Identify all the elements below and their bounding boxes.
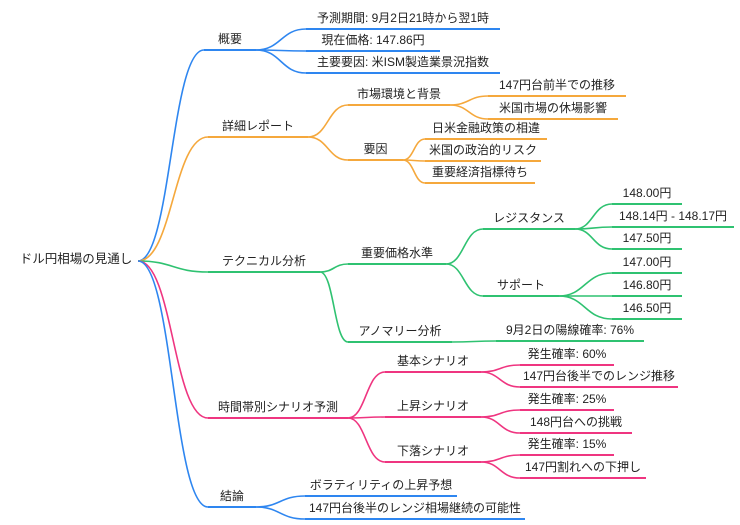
link-technical-analysis xyxy=(137,260,209,273)
node-factors[interactable]: 要因 xyxy=(348,141,403,161)
link-support xyxy=(445,263,484,297)
node-awaiting-indicators[interactable]: 重要経済指標待ち xyxy=(425,164,535,184)
link-base-range xyxy=(480,371,521,388)
node-base-scenario[interactable]: 基本シナリオ xyxy=(385,353,481,373)
link-range-continuation xyxy=(255,506,306,520)
node-resistance-148-14[interactable]: 148.14円 - 148.17円 xyxy=(612,208,734,228)
link-resistance xyxy=(445,228,484,265)
link-policy-divergence xyxy=(402,138,426,161)
link-anomaly-analysis xyxy=(319,271,349,343)
link-resistance-148-00 xyxy=(574,203,613,230)
link-detailed-report xyxy=(137,136,209,262)
link-fall-target xyxy=(480,461,521,479)
node-fall-scenario[interactable]: 下落シナリオ xyxy=(385,443,481,463)
link-base-scenario xyxy=(347,371,386,419)
node-range-movement[interactable]: 147円台前半での推移 xyxy=(488,77,626,97)
link-support-147-00 xyxy=(558,272,613,297)
node-forecast-period[interactable]: 予測期間: 9月2日21時から翌1時 xyxy=(306,10,500,30)
node-us-political-risk[interactable]: 米国の政治的リスク xyxy=(425,142,541,162)
node-support-147-00[interactable]: 147.00円 xyxy=(612,254,682,274)
link-key-price-levels xyxy=(319,263,349,273)
node-resistance-147-50[interactable]: 147.50円 xyxy=(612,230,682,250)
node-resistance-148-00[interactable]: 148.00円 xyxy=(612,185,682,205)
node-resistance[interactable]: レジスタンス xyxy=(483,210,575,230)
link-key-factor xyxy=(255,49,307,74)
node-key-factor[interactable]: 主要要因: 米ISM製造業景況指数 xyxy=(306,54,500,74)
node-bullish-probability[interactable]: 9月2日の陽線確率: 76% xyxy=(496,322,644,342)
link-forecast-period xyxy=(255,28,307,51)
link-range-movement xyxy=(449,95,489,106)
node-base-probability[interactable]: 発生確率: 60% xyxy=(520,346,614,366)
node-base-range[interactable]: 147円台後半でのレンジ推移 xyxy=(520,368,678,388)
node-root[interactable]: ドル円相場の見通し xyxy=(19,252,133,266)
link-resistance-147-50 xyxy=(574,228,613,250)
node-key-price-levels[interactable]: 重要価格水準 xyxy=(348,245,446,265)
node-rise-scenario[interactable]: 上昇シナリオ xyxy=(385,398,481,418)
link-rise-probability xyxy=(480,409,521,418)
node-fall-target[interactable]: 147円割れへの下押し xyxy=(520,459,646,479)
node-policy-divergence[interactable]: 日米金融政策の相違 xyxy=(425,120,547,140)
link-volatility-rise xyxy=(255,495,306,508)
node-technical-analysis[interactable]: テクニカル分析 xyxy=(208,253,320,273)
node-us-holiday-impact[interactable]: 米国市場の休場影響 xyxy=(488,100,618,120)
link-fall-probability xyxy=(480,454,521,463)
node-current-price[interactable]: 現在価格: 147.86円 xyxy=(306,32,440,52)
link-rise-target xyxy=(480,416,521,434)
node-rise-probability[interactable]: 発生確率: 25% xyxy=(520,391,614,411)
node-market-environment[interactable]: 市場環境と背景 xyxy=(348,86,450,106)
node-conclusion[interactable]: 結論 xyxy=(208,488,256,508)
node-support-146-80[interactable]: 146.80円 xyxy=(612,277,682,297)
link-bullish-probability xyxy=(451,340,497,343)
node-support[interactable]: サポート xyxy=(483,277,559,297)
node-rise-target[interactable]: 148円台への挑戦 xyxy=(520,414,632,434)
node-volatility-rise[interactable]: ボラティリティの上昇予想 xyxy=(305,477,457,497)
link-factors xyxy=(307,136,349,161)
node-range-continuation[interactable]: 147円台後半のレンジ相場継続の可能性 xyxy=(305,500,525,520)
node-anomaly-analysis[interactable]: アノマリー分析 xyxy=(348,323,452,343)
node-fall-probability[interactable]: 発生確率: 15% xyxy=(520,436,614,456)
link-fall-scenario xyxy=(347,417,386,463)
link-market-environment xyxy=(307,104,349,138)
link-scenario-forecast xyxy=(137,260,209,419)
node-support-146-50[interactable]: 146.50円 xyxy=(612,300,682,320)
link-base-probability xyxy=(480,364,521,373)
node-detailed-report[interactable]: 詳細レポート xyxy=(208,118,308,138)
link-overview xyxy=(137,49,205,262)
link-awaiting-indicators xyxy=(402,159,426,184)
node-overview[interactable]: 概要 xyxy=(204,31,256,51)
link-us-holiday-impact xyxy=(449,104,489,120)
link-support-146-50 xyxy=(558,295,613,320)
node-scenario-forecast[interactable]: 時間帯別シナリオ予測 xyxy=(208,399,348,419)
link-conclusion xyxy=(137,260,209,508)
